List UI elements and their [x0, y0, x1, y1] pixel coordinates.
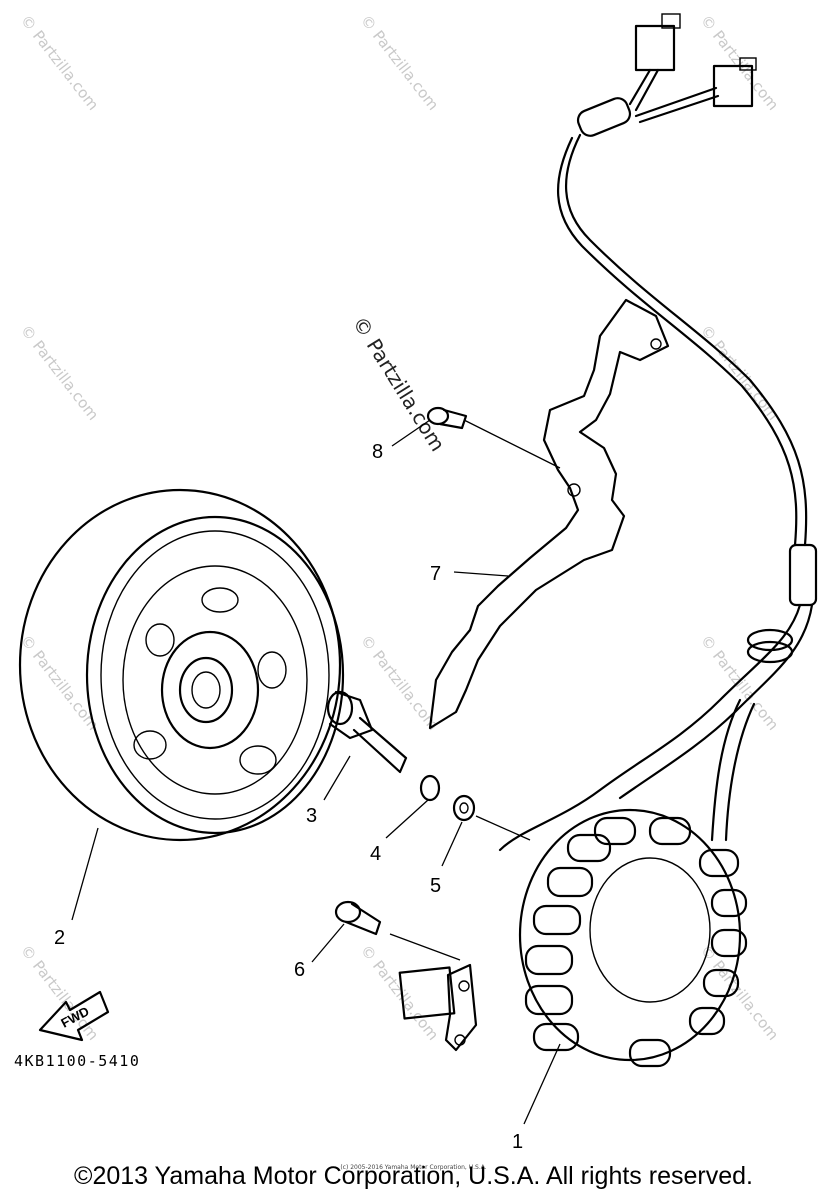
callout-label: 2	[54, 927, 65, 949]
callout-label: 6	[294, 959, 305, 981]
diagram-code: 4KB1100-5410	[14, 1052, 141, 1070]
washer-5	[452, 794, 476, 822]
cable-holder-bracket	[428, 298, 670, 730]
rotor-assembly	[18, 488, 345, 842]
callout-labels: 1 2 3 4 5 6 7 8	[54, 441, 523, 1153]
screw-6	[334, 900, 382, 936]
watermark: © Partzilla.com	[697, 321, 782, 423]
callout-label: 3	[306, 805, 317, 827]
watermark: © Partzilla.com	[697, 941, 782, 1043]
leader-lines	[71, 419, 561, 1125]
pickup-coil	[398, 963, 478, 1052]
watermark: © Partzilla.com	[17, 321, 102, 423]
callout-label: 5	[430, 875, 441, 897]
copyright-notice: ©2013 Yamaha Motor Corporation, U.S.A. A…	[74, 1162, 753, 1190]
watermark: © Partzilla.com	[357, 941, 442, 1043]
watermark-grid: © Partzilla.com © Partzilla.com © Partzi…	[17, 11, 782, 1043]
watermark: © Partzilla.com	[17, 11, 102, 113]
center-watermark: © Partzilla.com	[348, 312, 450, 456]
watermark: © Partzilla.com	[17, 941, 102, 1043]
callout-label: 1	[512, 1131, 523, 1153]
callout-label: 8	[372, 441, 383, 463]
stator-assembly	[518, 808, 748, 1068]
watermark: © Partzilla.com	[357, 631, 442, 733]
callout-label: 4	[370, 843, 381, 865]
bolt-3	[326, 690, 408, 774]
washer-4	[419, 774, 441, 802]
watermark: © Partzilla.com	[357, 11, 442, 113]
callout-label: 7	[430, 563, 441, 585]
wiring-harness	[498, 13, 818, 852]
fine-print: (c) 2005-2016 Yamaha Motor Corporation, …	[340, 1164, 487, 1171]
screw-8	[426, 406, 468, 430]
